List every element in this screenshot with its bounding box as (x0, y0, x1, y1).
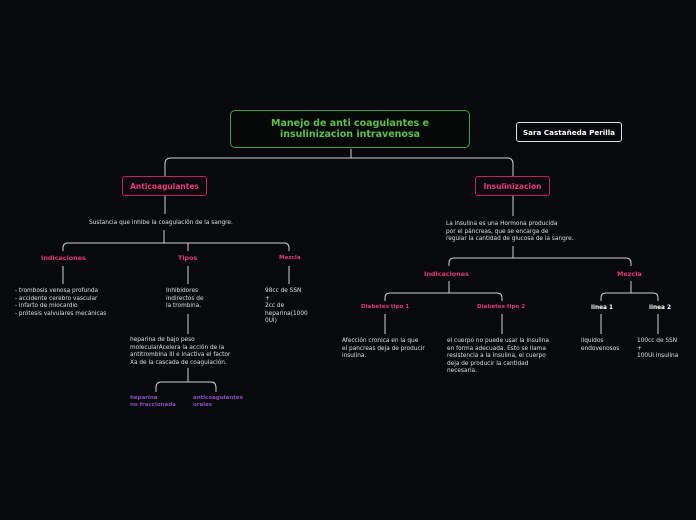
anticoagulantes-mezcla-node[interactable]: Mezcla (279, 255, 301, 261)
heparina-text: heparina de bajo peso molecularAcelera l… (130, 337, 231, 366)
anticoagulantes-orales-node[interactable]: anticoagulantes orales (193, 395, 243, 408)
tipos-node[interactable]: Tipos (178, 254, 198, 262)
linea-1-text: liquidos endovenosos (581, 338, 620, 352)
anticoagulantes-definition: Sustancia que inhibe la coagulación de l… (89, 220, 233, 226)
linea-2-text: 100cc de SSN + 100UI insulina (637, 338, 679, 359)
diabetes-tipo-1-text: Afección cronica en la que el pancreas d… (342, 338, 425, 359)
anticoagulantes-node[interactable]: Anticoagulantes (122, 176, 207, 196)
diabetes-tipo-2-node[interactable]: Diabetes tipo 2 (477, 304, 526, 310)
author-label[interactable]: Sara Castañeda Perilla (516, 122, 622, 142)
linea-2-node[interactable]: linea 2 (649, 305, 671, 311)
heparina-no-fraccionada-node[interactable]: heparina no fraccionada (130, 395, 176, 408)
insulinizacion-definition: La insulina es una Hormona producida por… (446, 221, 574, 242)
root-title: Manejo de anti coagulantes e insulinizac… (271, 117, 429, 141)
diabetes-tipo-1-node[interactable]: Diabetes tipo 1 (361, 304, 410, 310)
insulinizacion-mezcla-node[interactable]: Mezcla (617, 270, 642, 278)
anticoagulantes-indicaciones-text: - trombosis venosa profunda - accidente … (15, 288, 107, 317)
tipos-text: Inhibidores indirectos de la trombina. (166, 288, 204, 309)
insulinizacion-node[interactable]: Insulinizacion (475, 176, 550, 196)
linea-1-node[interactable]: linea 1 (591, 305, 613, 311)
diabetes-tipo-2-text: el cuerpo no puede usar la insulina en f… (447, 338, 549, 374)
insulinizacion-indicaciones-node[interactable]: Indicaciones (424, 270, 469, 278)
root-topic[interactable]: Manejo de anti coagulantes e insulinizac… (230, 110, 470, 148)
anticoagulantes-mezcla-text: 98cc de SSN + 2cc de heparina(1000 0UI) (265, 288, 308, 324)
anticoagulantes-indicaciones-node[interactable]: Indicaciones (41, 254, 86, 262)
